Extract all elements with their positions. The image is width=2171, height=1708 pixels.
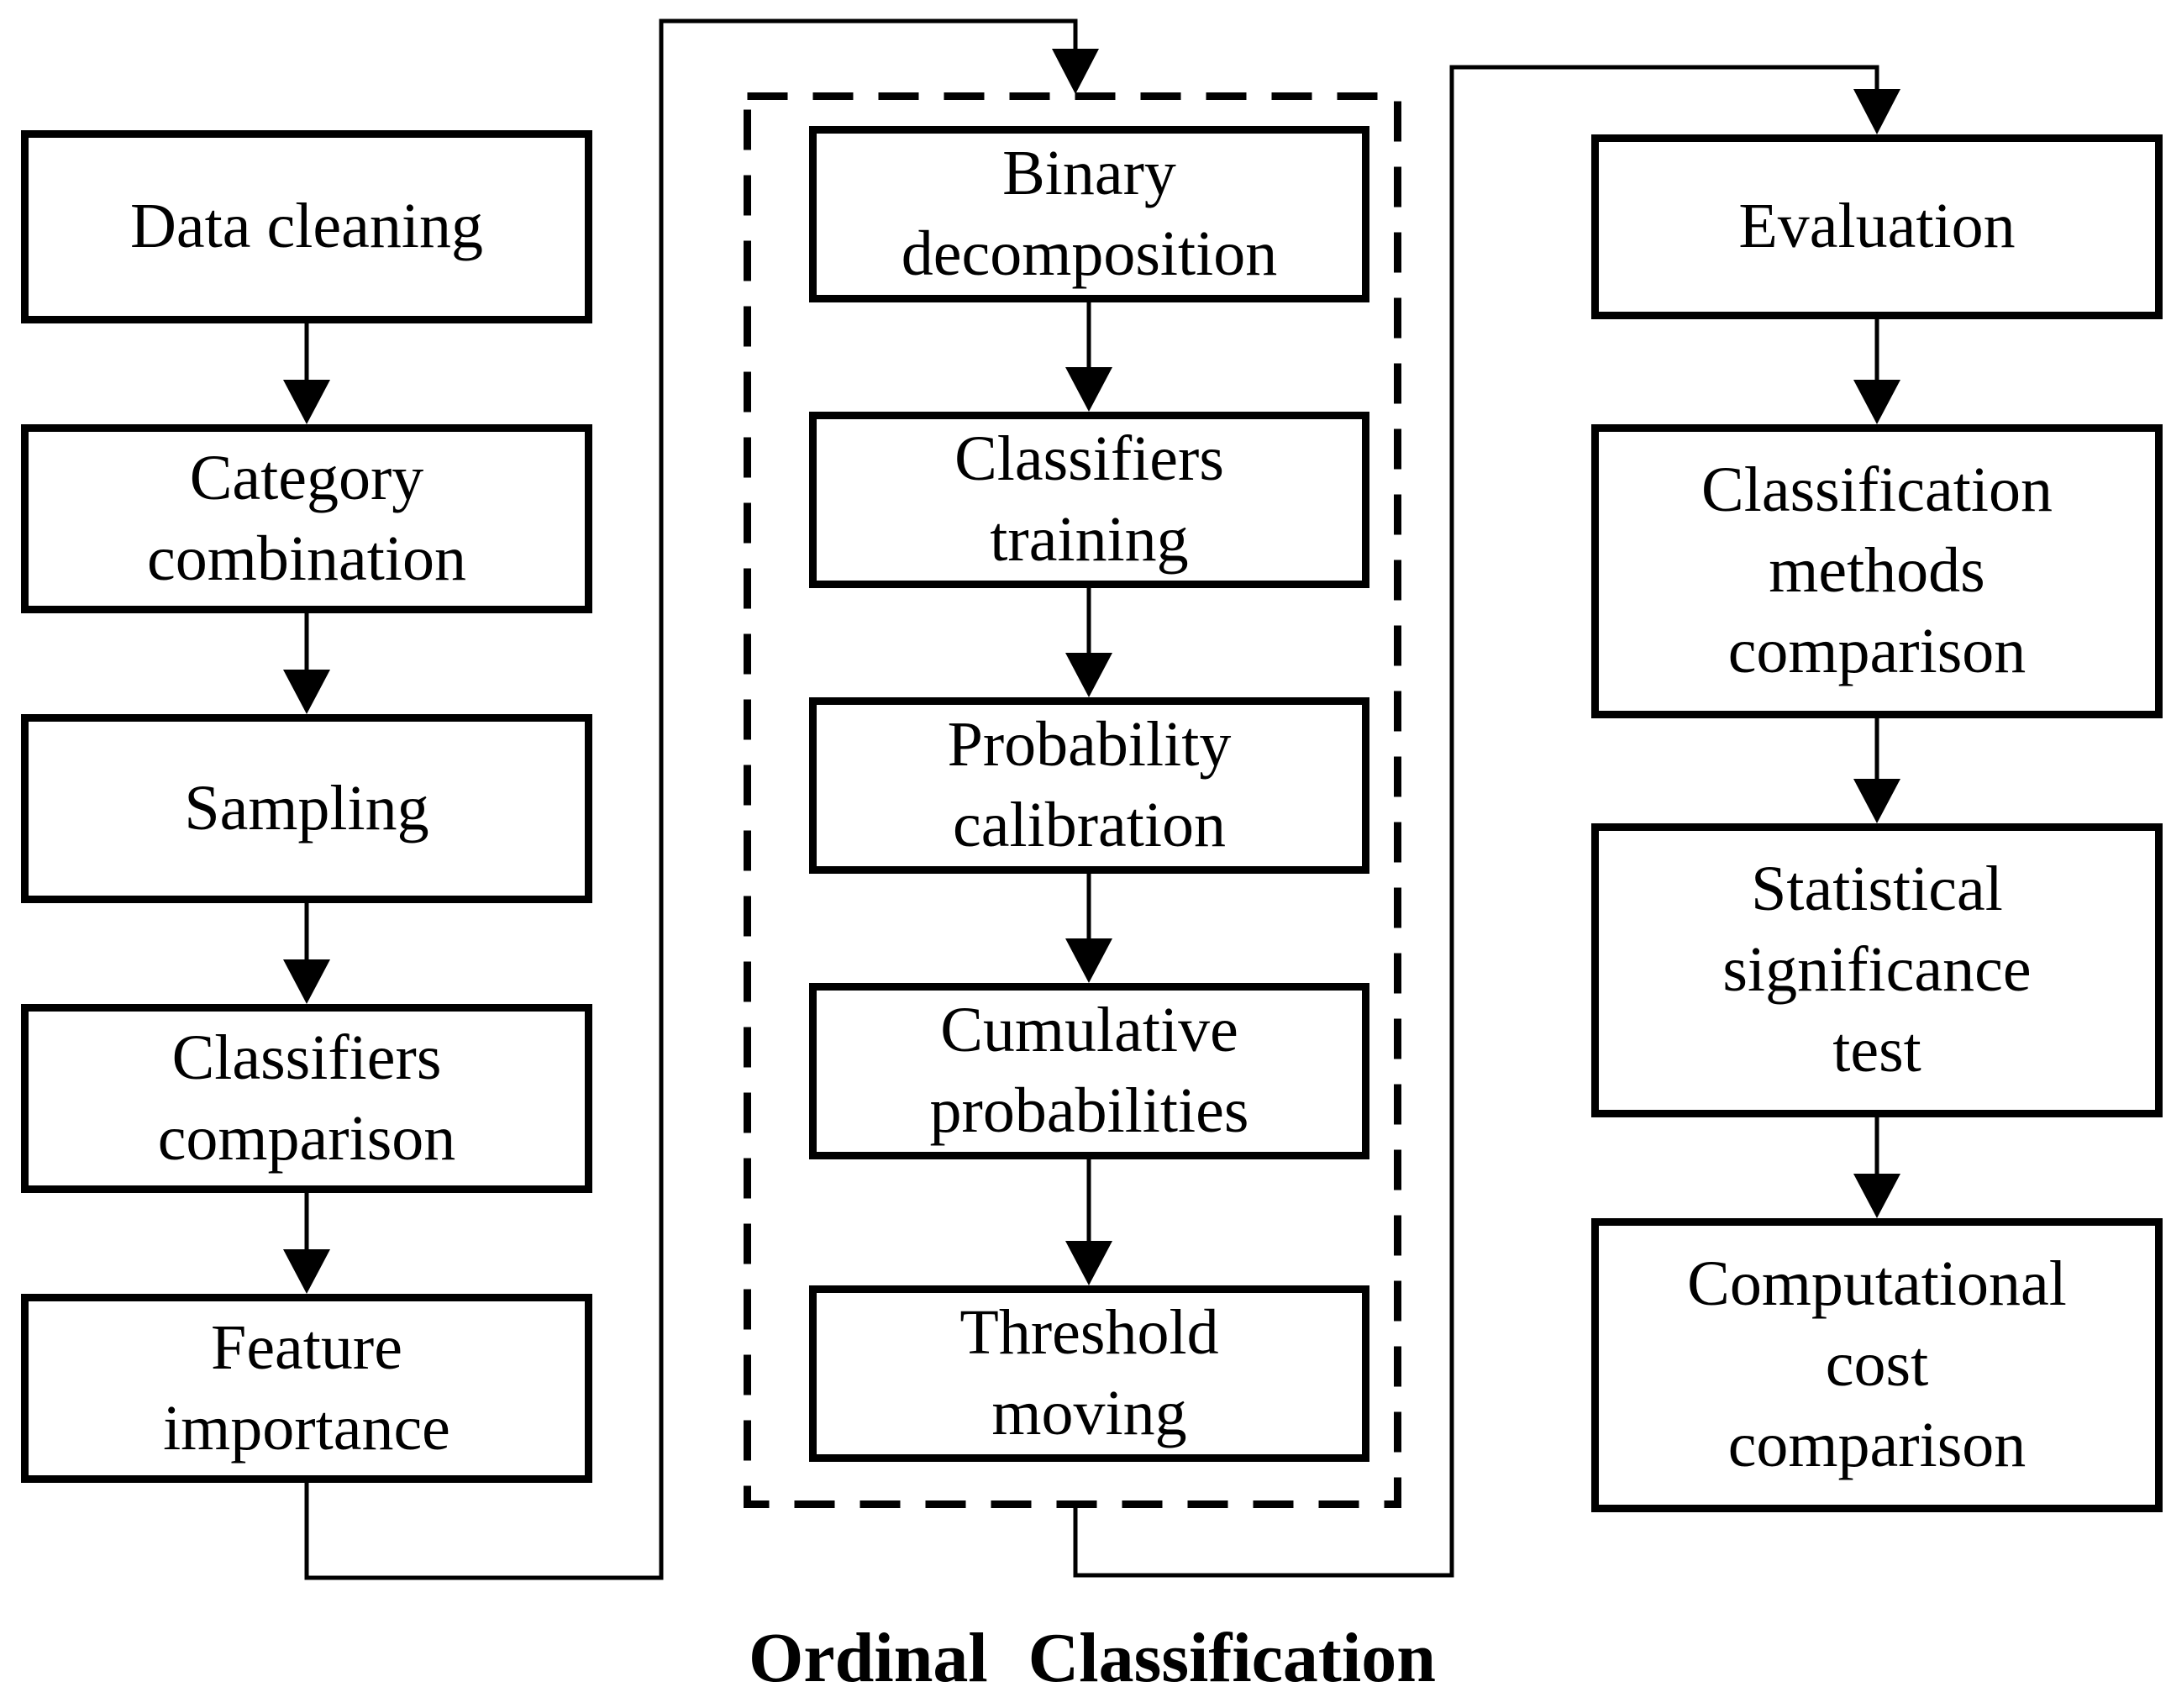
node-feature-importance: Feature importance bbox=[21, 1294, 592, 1483]
arrow-probability-calibration-to-cumulative-probabilities bbox=[1065, 874, 1112, 983]
node-classifiers-training: Classifiers training bbox=[809, 412, 1369, 588]
arrow-cumulative-probabilities-to-threshold-moving bbox=[1065, 1159, 1112, 1285]
ordinal-classification-dashed-border bbox=[744, 92, 1401, 1508]
arrow-classifiers-training-to-probability-calibration bbox=[1065, 588, 1112, 697]
caption-ordinal-classification: Ordinal Classification bbox=[749, 1618, 1436, 1697]
arrow-classification-methods-to-statistical-significance bbox=[1853, 718, 1900, 823]
arrow-classifiers-comparison-to-feature-importance bbox=[283, 1193, 330, 1294]
arrow-statistical-significance-to-computational-cost bbox=[1853, 1117, 1900, 1218]
node-classification-methods-comparison: Classification methods comparison bbox=[1591, 424, 2163, 718]
node-sampling: Sampling bbox=[21, 714, 592, 903]
node-category-combination: Category combination bbox=[21, 424, 592, 613]
arrow-binary-decomposition-to-classifiers-training bbox=[1065, 302, 1112, 412]
node-cumulative-probabilities: Cumulative probabilities bbox=[809, 983, 1369, 1159]
node-threshold-moving: Threshold moving bbox=[809, 1285, 1369, 1462]
arrow-category-combination-to-sampling bbox=[283, 613, 330, 714]
arrow-data-cleaning-to-category-combination bbox=[283, 323, 330, 424]
node-classifiers-comparison: Classifiers comparison bbox=[21, 1004, 592, 1193]
node-probability-calibration: Probability calibration bbox=[809, 697, 1369, 874]
connector-feature-importance-to-binary-decomposition bbox=[304, 18, 1099, 1580]
node-computational-cost-comparison: Computational cost comparison bbox=[1591, 1218, 2163, 1512]
arrow-sampling-to-classifiers-comparison bbox=[283, 903, 330, 1004]
node-statistical-significance-test: Statistical significance test bbox=[1591, 823, 2163, 1117]
arrow-evaluation-to-classification-methods-comparison bbox=[1853, 319, 1900, 424]
node-evaluation: Evaluation bbox=[1591, 134, 2163, 319]
connector-threshold-moving-to-evaluation bbox=[1073, 65, 1900, 1578]
node-binary-decomposition: Binary decomposition bbox=[809, 126, 1369, 302]
node-data-cleaning: Data cleaning bbox=[21, 130, 592, 323]
